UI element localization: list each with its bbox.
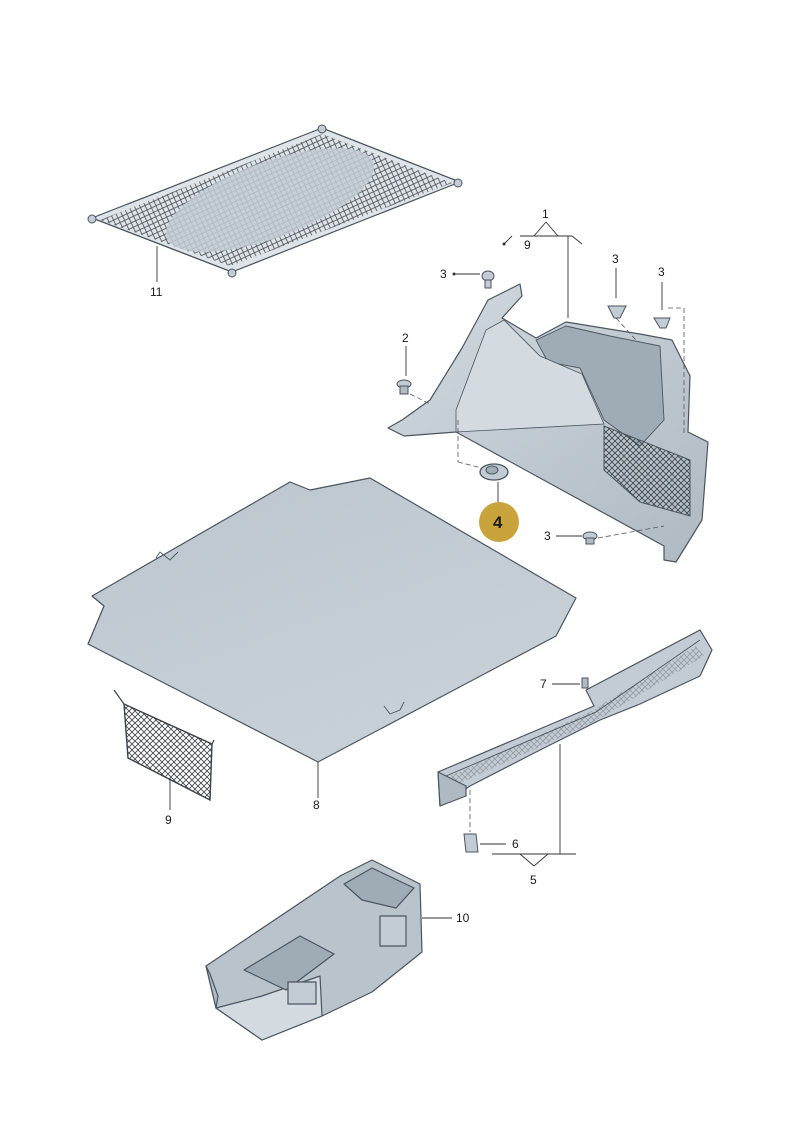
clip-icon — [653, 317, 671, 329]
sill-trim-panel — [437, 629, 713, 807]
callout-3-d: 3 — [544, 529, 551, 543]
screw-icon — [396, 379, 412, 395]
callout-8: 8 — [313, 798, 320, 812]
clip-icon — [582, 531, 598, 545]
side-cargo-net — [113, 689, 215, 802]
callout-9-top: 9 — [524, 238, 531, 252]
callout-11: 11 — [150, 285, 163, 299]
callout-3-c: 3 — [658, 265, 665, 279]
callout-10: 10 — [456, 911, 470, 925]
badge-4: 4 — [479, 502, 519, 542]
clip-icon — [481, 270, 495, 289]
callout-5: 5 — [530, 873, 537, 887]
screw-icon — [581, 677, 589, 689]
foam-tool-tray — [205, 859, 423, 1041]
load-floor-mat — [87, 477, 577, 763]
callout-3-b: 3 — [612, 252, 619, 266]
callout-6: 6 — [512, 837, 519, 851]
bulb-icon — [479, 463, 509, 481]
clip-icon — [463, 833, 479, 853]
clip-icon — [607, 305, 627, 319]
cargo-net-cover — [87, 124, 463, 278]
side-trim-panel — [387, 283, 709, 563]
callout-9-bottom: 9 — [165, 813, 172, 827]
callout-3-a: 3 — [440, 267, 447, 281]
callout-7: 7 — [540, 677, 547, 691]
callout-2: 2 — [402, 331, 409, 345]
callout-1: 1 — [542, 207, 549, 221]
svg-text:4: 4 — [493, 513, 503, 532]
